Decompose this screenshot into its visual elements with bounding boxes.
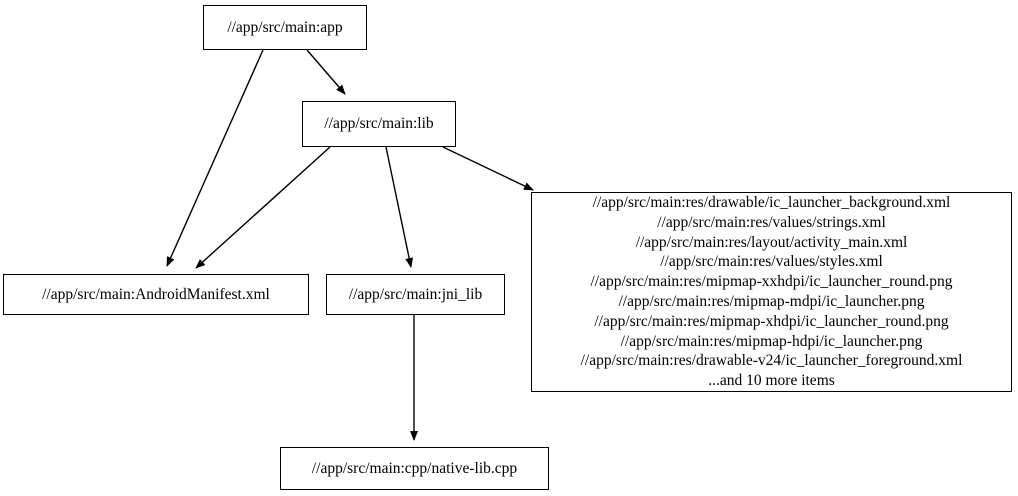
- graph-node-lib[interactable]: //app/src/main:lib: [302, 101, 456, 147]
- edge-app-to-manifest: [166, 49, 264, 267]
- graph-node-android-manifest-label: //app/src/main:AndroidManifest.xml: [42, 285, 270, 303]
- graph-node-jni-lib-label: //app/src/main:jni_lib: [348, 285, 483, 303]
- graph-node-android-manifest[interactable]: //app/src/main:AndroidManifest.xml: [3, 274, 309, 315]
- graph-node-native-lib-cpp[interactable]: //app/src/main:cpp/native-lib.cpp: [280, 447, 549, 490]
- edge-app-to-lib: [306, 49, 346, 95]
- edge-lib-to-jni-lib: [385, 146, 414, 268]
- graph-node-app-label: //app/src/main:app: [227, 18, 343, 36]
- graph-node-app[interactable]: //app/src/main:app: [203, 5, 367, 50]
- edge-lib-to-res-bundle: [442, 146, 534, 191]
- graph-node-res-bundle[interactable]: //app/src/main:res/drawable/ic_launcher_…: [531, 192, 1012, 392]
- graph-node-lib-label: //app/src/main:lib: [324, 115, 434, 133]
- graph-node-res-bundle-label: //app/src/main:res/drawable/ic_launcher_…: [580, 194, 963, 390]
- graph-node-jni-lib[interactable]: //app/src/main:jni_lib: [326, 274, 505, 315]
- graph-node-native-lib-cpp-label: //app/src/main:cpp/native-lib.cpp: [311, 459, 518, 477]
- edge-lib-to-manifest: [195, 146, 331, 269]
